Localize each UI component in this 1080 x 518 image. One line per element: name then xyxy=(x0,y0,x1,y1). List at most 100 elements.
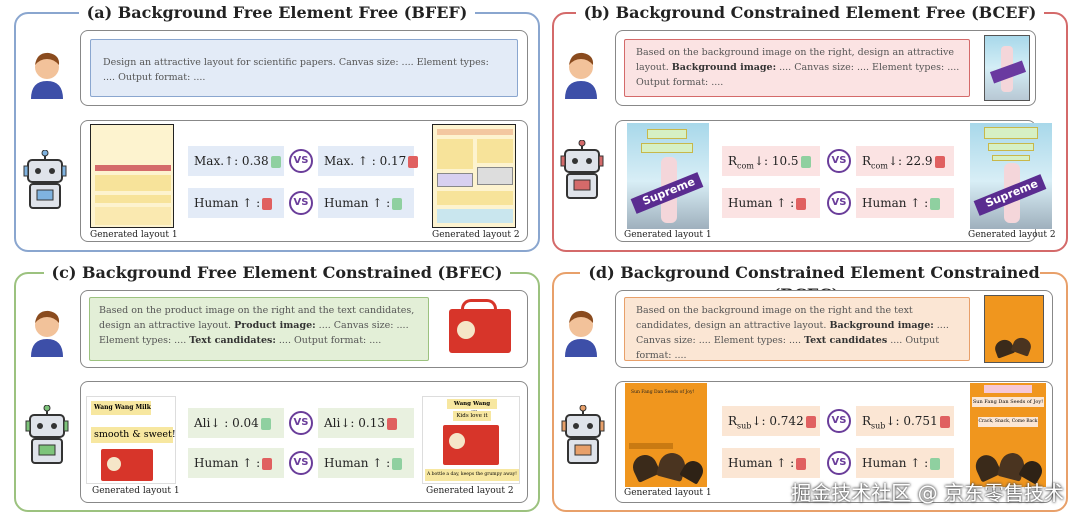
user-avatar-icon xyxy=(565,52,597,99)
thumb-down-icon xyxy=(939,415,950,428)
prompt-paper xyxy=(90,39,518,97)
metric-right-2: Human ↑ : xyxy=(318,188,414,218)
thumb-down-icon xyxy=(408,155,419,168)
layout-element xyxy=(477,139,513,163)
layout-text: A bottle a day, keeps the grumpy away! xyxy=(425,469,519,481)
thumb-up-icon xyxy=(805,415,816,428)
prompt-paper xyxy=(624,297,970,361)
metric-right-1: Max. ↑ : 0.17 xyxy=(318,146,419,176)
layout-element xyxy=(437,173,473,187)
panel-bfec: (c) Background Free Element Constrained … xyxy=(14,263,540,512)
metric-left-1: Rcom↓: 10.5 xyxy=(722,146,820,176)
layout-text: Wang Wang Milk xyxy=(91,401,151,415)
layout-text: Kids love it xyxy=(453,411,491,421)
user-avatar-icon xyxy=(31,310,63,357)
layout-element xyxy=(477,167,513,185)
metric-right-2: Human ↑ : xyxy=(318,448,414,478)
vs-badge: VS xyxy=(289,411,313,435)
background-image xyxy=(984,295,1044,363)
prompt-text: Based on the background image on the rig… xyxy=(636,305,949,361)
thumb-up-icon xyxy=(930,197,941,210)
background-image xyxy=(984,35,1030,101)
layout-text: Wang Wang Milk xyxy=(447,399,497,417)
metric-right-1: Rcom↓: 22.9 xyxy=(856,146,954,176)
thumb-up-icon xyxy=(800,155,811,168)
metric-right-1: Rsub↓: 0.751 xyxy=(856,406,954,436)
layout-text: Sun Fang Dan Seeds of Joy! xyxy=(631,390,695,395)
prompt-box: Based on the background image on the rig… xyxy=(615,30,1036,106)
panel-bcef: (b) Background Constrained Element Free … xyxy=(552,3,1068,252)
generated-layout-1: Supreme xyxy=(627,123,709,229)
prompt-box: Based on the product image on the right … xyxy=(80,290,528,368)
caption-layout-1: Generated layout 1 xyxy=(92,486,180,496)
caption-layout-1: Generated layout 1 xyxy=(624,230,712,240)
robot-icon xyxy=(561,405,605,464)
metric-right-2: Human ↑ : xyxy=(856,448,954,478)
layout-element xyxy=(437,191,513,205)
layout-element xyxy=(437,129,513,135)
layout-element xyxy=(647,129,687,139)
prompt-text: Based on the product image on the right … xyxy=(99,305,415,346)
vs-badge: VS xyxy=(827,409,851,433)
panel-title: (b) Background Constrained Element Free … xyxy=(575,3,1045,22)
thumb-down-icon xyxy=(796,197,807,210)
thumb-up-icon xyxy=(392,197,403,210)
prompt-paper xyxy=(89,297,429,361)
layout-element xyxy=(95,207,171,225)
layout-element xyxy=(437,139,473,169)
robot-icon xyxy=(25,405,69,464)
prompt-box: Based on the background image on the rig… xyxy=(615,290,1053,368)
metric-left-2: Human ↑ : xyxy=(188,448,284,478)
metric-left-2: Human ↑ : xyxy=(722,188,820,218)
thumb-down-icon xyxy=(934,155,945,168)
thumb-down-icon xyxy=(796,457,807,470)
user-avatar-icon xyxy=(565,310,597,357)
layout-text: Sun Fang Dan Seeds of Joy! xyxy=(972,397,1044,407)
robot-icon xyxy=(560,140,604,199)
thumb-down-icon xyxy=(386,417,397,430)
layout-text: Crack, Snack, Come Back xyxy=(978,417,1038,427)
metric-left-1: Rsub↓: 0.742 xyxy=(722,406,820,436)
prompt-box: Design an attractive layout for scientif… xyxy=(80,30,528,106)
thumb-up-icon xyxy=(270,155,281,168)
layout-element xyxy=(992,155,1030,161)
panel-bfef: (a) Background Free Element Free (BFEF) xyxy=(14,3,540,252)
panel-title: (a) Background Free Element Free (BFEF) xyxy=(78,3,476,22)
layout-element xyxy=(984,127,1038,139)
vs-badge: VS xyxy=(289,191,313,215)
layout-element xyxy=(95,175,171,191)
generated-layout-1: Sun Fang Dan Seeds of Joy! xyxy=(625,383,707,487)
layout-element xyxy=(437,209,513,223)
product-image xyxy=(441,297,521,361)
generated-layout-2 xyxy=(432,124,516,228)
vs-badge: VS xyxy=(827,149,851,173)
layout-element xyxy=(988,143,1034,151)
layout-text: smooth & sweet! xyxy=(91,427,175,443)
metric-left-1: Max.↑: 0.38 xyxy=(188,146,284,176)
metric-left-1: Ali↓ : 0.04 xyxy=(188,408,284,438)
robot-icon xyxy=(23,150,67,209)
metric-right-2: Human ↑ : xyxy=(856,188,954,218)
layout-element xyxy=(95,165,171,171)
thumb-down-icon xyxy=(262,197,273,210)
thumb-up-icon xyxy=(930,457,941,470)
prompt-text: Design an attractive layout for scientif… xyxy=(103,57,489,83)
user-avatar-icon xyxy=(31,52,63,99)
prompt-paper xyxy=(624,39,970,97)
caption-layout-2: Generated layout 2 xyxy=(426,486,514,496)
prompt-text: Based on the background image on the rig… xyxy=(636,47,960,88)
layout-element xyxy=(95,195,171,203)
caption-layout-2: Generated layout 2 xyxy=(968,230,1056,240)
generated-layout-2: Supreme xyxy=(970,123,1052,229)
layout-element xyxy=(641,143,693,153)
thumb-up-icon xyxy=(260,417,271,430)
thumb-down-icon xyxy=(262,457,273,470)
generated-layout-2: Wang Wang Milk Kids love it A bottle a d… xyxy=(422,396,520,484)
generated-layout-1 xyxy=(90,124,174,228)
generated-layout-2: Sun Fang Dan Seeds of Joy! Crack, Snack,… xyxy=(970,383,1046,487)
vs-badge: VS xyxy=(827,191,851,215)
watermark: 掘金技术社区 @ 京东零售技术 xyxy=(791,481,1064,505)
caption-layout-1: Generated layout 1 xyxy=(624,488,712,498)
vs-badge: VS xyxy=(289,149,313,173)
vs-badge: VS xyxy=(827,451,851,475)
